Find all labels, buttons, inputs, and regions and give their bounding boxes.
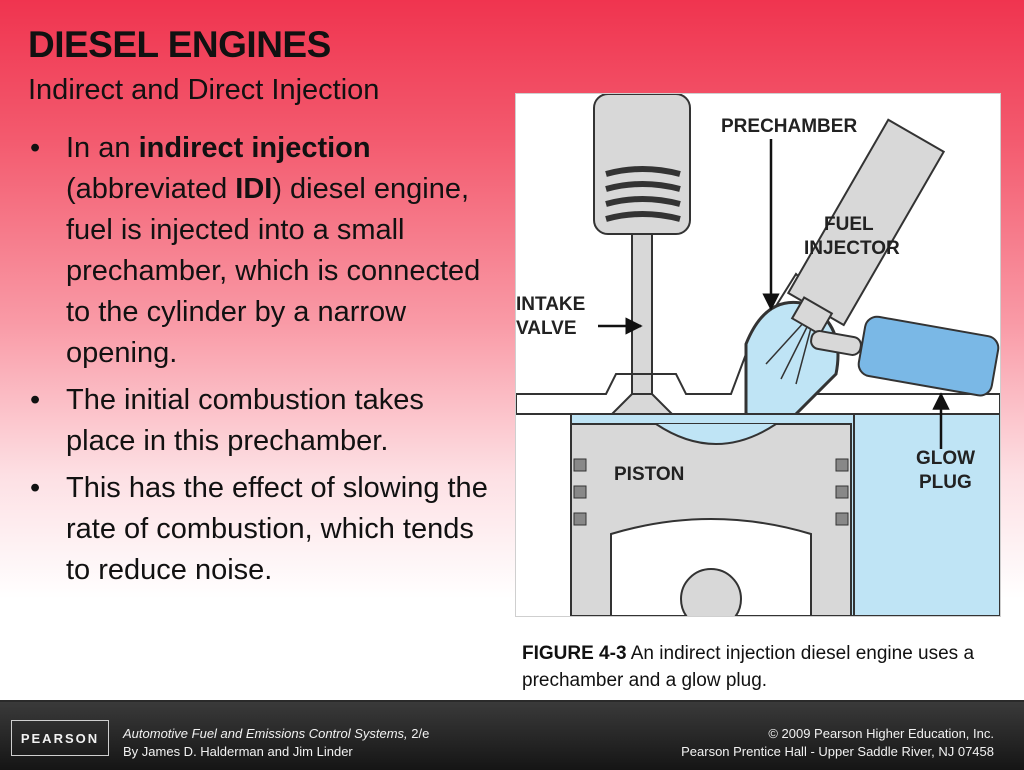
- term-indirect-injection: indirect injection: [138, 132, 371, 164]
- book-title: Automotive Fuel and Emissions Control Sy…: [123, 726, 408, 741]
- valve-spring: [605, 166, 681, 222]
- footer-bar: PEARSON Automotive Fuel and Emissions Co…: [0, 700, 1024, 770]
- footer-book-info: Automotive Fuel and Emissions Control Sy…: [123, 725, 429, 761]
- piston-skirt: [610, 518, 812, 616]
- label-plug: PLUG: [919, 472, 972, 493]
- piston-ring: [835, 458, 849, 472]
- label-intake: INTAKE: [516, 294, 585, 315]
- label-valve: VALVE: [516, 318, 577, 339]
- piston-ring: [573, 512, 587, 526]
- wrist-pin: [680, 568, 742, 616]
- book-authors: By James D. Halderman and Jim Linder: [123, 744, 353, 759]
- label-fuel: FUEL: [824, 214, 874, 235]
- slide-subtitle: Indirect and Direct Injection: [28, 74, 380, 106]
- label-injector: INJECTOR: [804, 238, 900, 259]
- bullet-item: • The initial combustion takes place in …: [28, 380, 498, 462]
- pearson-logo: PEARSON: [11, 720, 109, 756]
- term-idi: IDI: [235, 173, 273, 205]
- cylinder-wall: [853, 413, 1000, 616]
- label-prechamber: PRECHAMBER: [721, 116, 857, 137]
- copyright: © 2009 Pearson Higher Education, Inc.: [768, 726, 994, 741]
- bullet-item: • In an indirect injection (abbreviated …: [28, 128, 498, 374]
- piston-ring: [835, 485, 849, 499]
- fuel-injector: [786, 118, 946, 336]
- piston-ring: [835, 512, 849, 526]
- piston-ring: [573, 485, 587, 499]
- engine-figure: PRECHAMBER FUEL INJECTOR INTAKE VALVE PI…: [515, 93, 1001, 617]
- slide-title: DIESEL ENGINES: [28, 24, 331, 65]
- label-piston: PISTON: [614, 464, 684, 485]
- label-glow: GLOW: [916, 448, 975, 469]
- piston-bowl: [655, 423, 777, 445]
- glow-plug: [810, 315, 1000, 397]
- engine-diagram: PRECHAMBER FUEL INJECTOR INTAKE VALVE PI…: [516, 94, 1000, 616]
- footer-publisher-info: © 2009 Pearson Higher Education, Inc. Pe…: [681, 725, 994, 761]
- piston-ring: [573, 458, 587, 472]
- valve-head: [609, 393, 675, 415]
- book-edition: 2/e: [407, 726, 430, 741]
- bullet-glyph: •: [30, 132, 41, 164]
- bullet-glyph: •: [30, 384, 41, 416]
- bullet-item: • This has the effect of slowing the rat…: [28, 468, 498, 591]
- publisher: Pearson Prentice Hall - Upper Saddle Riv…: [681, 744, 994, 759]
- bullet-list: • In an indirect injection (abbreviated …: [28, 128, 498, 597]
- bullet-glyph: •: [30, 472, 41, 504]
- figure-caption: FIGURE 4-3 An indirect injection diesel …: [522, 640, 1012, 694]
- figure-number: FIGURE 4-3: [522, 643, 627, 664]
- figure-caption-text: An indirect injection diesel engine uses…: [522, 643, 975, 691]
